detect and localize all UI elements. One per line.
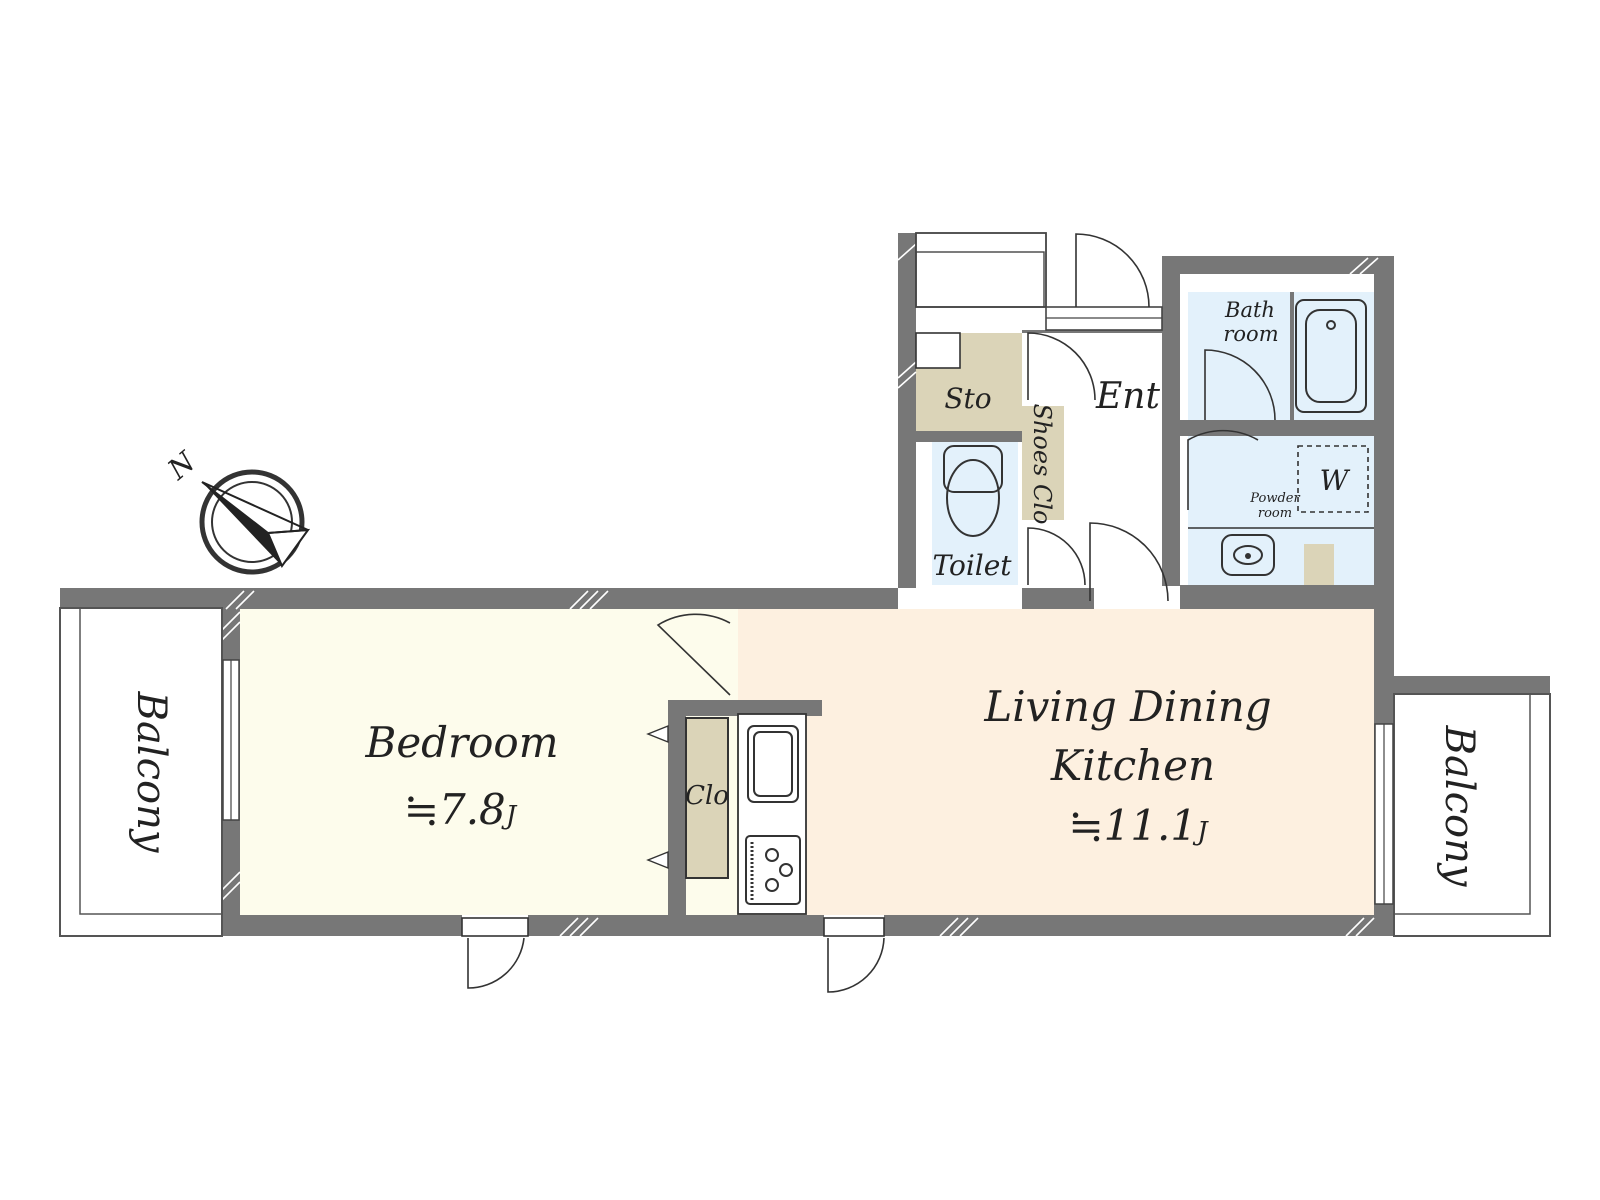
toilet-door-swing-icon: [1027, 527, 1086, 586]
south-door-right-frame: [823, 917, 885, 937]
closet-rail: [685, 717, 729, 879]
bedroom-name: Bedroom: [364, 718, 558, 767]
closet-side-wall: [668, 700, 686, 915]
bedroom-door-swing-icon: [656, 613, 731, 696]
east-balcony-top-wall: [1394, 676, 1550, 694]
kitchen-sink-icon: [747, 725, 799, 803]
bath-door-swing-icon: [1204, 349, 1276, 421]
bedroom-floor: [240, 609, 738, 915]
bath-divider-wall: [1180, 420, 1374, 436]
closet-label: Clo: [685, 781, 729, 811]
bedroom-area-unit: J: [501, 801, 518, 831]
annex-west-wall: [898, 233, 916, 588]
hall-door-swing-icon: [1089, 522, 1169, 602]
ldk-name-line2: Kitchen: [1050, 741, 1215, 790]
front-door-swing-icon: [1075, 233, 1150, 308]
toilet-label: Toilet: [932, 549, 1012, 582]
north-wall-hall: [1022, 588, 1094, 609]
annex-top-wall-east: [1162, 256, 1394, 274]
closet-wall: [668, 700, 822, 716]
balcony-right-label: Balcony: [1436, 725, 1482, 888]
entrance-alcove: [915, 232, 1163, 331]
powder-floor-wall: [1180, 585, 1374, 588]
ldk-area: ≒11.1J: [1068, 801, 1209, 850]
washer-space-icon: [1297, 445, 1369, 513]
powder-door-swing-icon: [1187, 429, 1259, 510]
closet-door-marker-top: [646, 724, 669, 744]
annex-step-wall: [1162, 256, 1180, 586]
powder-label-line1: Powder: [1249, 491, 1300, 506]
storage-door-swing-icon: [1027, 332, 1096, 401]
ldk-area-unit: J: [1192, 817, 1209, 847]
annex-top-wall-west: [898, 233, 916, 245]
south-door-right-swing-icon: [827, 937, 885, 993]
kitchen-counter: [737, 713, 807, 915]
toilet-floor: [932, 442, 1018, 585]
toilet-icon: [943, 445, 1003, 537]
closet-door-marker-bottom: [646, 850, 669, 870]
south-door-left-swing-icon: [467, 937, 525, 989]
storage-divider-wall: [916, 431, 1022, 442]
stove-icon: [745, 835, 801, 905]
bathtub-icon: [1295, 299, 1367, 413]
washbasin-icon: [1221, 534, 1275, 576]
powder-room-floor: [1188, 436, 1374, 585]
bath-partition: [1290, 292, 1294, 420]
north-wall-west: [60, 588, 898, 609]
compass-north-label: N: [161, 444, 203, 487]
storage-shelf: [915, 332, 961, 369]
ldk-area-value: ≒11.1: [1068, 801, 1197, 850]
powder-label-line2: room: [1258, 506, 1292, 521]
ldk-name-line1: Living Dining: [983, 682, 1271, 731]
washer-label: W: [1320, 464, 1351, 497]
north-wall-east: [1180, 588, 1394, 609]
shoes-closet-label: Shoes Clo: [1028, 404, 1056, 525]
wall-hatching: [221, 243, 1379, 937]
closet-floor: [686, 718, 728, 878]
entrance-label: Ent: [1095, 376, 1160, 417]
bath-label-line1: Bath: [1224, 298, 1275, 322]
bathroom-floor: [1188, 292, 1374, 420]
bedroom-area-value: ≒7.8: [404, 785, 506, 834]
balcony-right: [1393, 693, 1551, 937]
sink-unit-floor: [1304, 544, 1334, 585]
bedroom-west-window: [222, 659, 240, 821]
compass-icon: [199, 469, 311, 575]
shoes-closet-floor: [1022, 406, 1064, 520]
south-door-left-frame: [461, 917, 529, 937]
ent-divider-wall: [1022, 330, 1162, 333]
kitchen-sink-inner: [753, 731, 793, 797]
living-east-window: [1374, 723, 1394, 905]
bath-label-line2: room: [1223, 322, 1278, 346]
balcony-left-label: Balcony: [128, 691, 174, 854]
south-wall-2: [528, 915, 824, 936]
living-floor: [738, 609, 1374, 915]
south-wall-3: [884, 915, 1394, 936]
bedroom-area: ≒7.8J: [404, 785, 518, 834]
south-wall-1: [222, 915, 462, 936]
annex-east-wall: [1374, 256, 1394, 588]
balcony-left: [59, 607, 223, 937]
storage-label: Sto: [944, 382, 991, 415]
